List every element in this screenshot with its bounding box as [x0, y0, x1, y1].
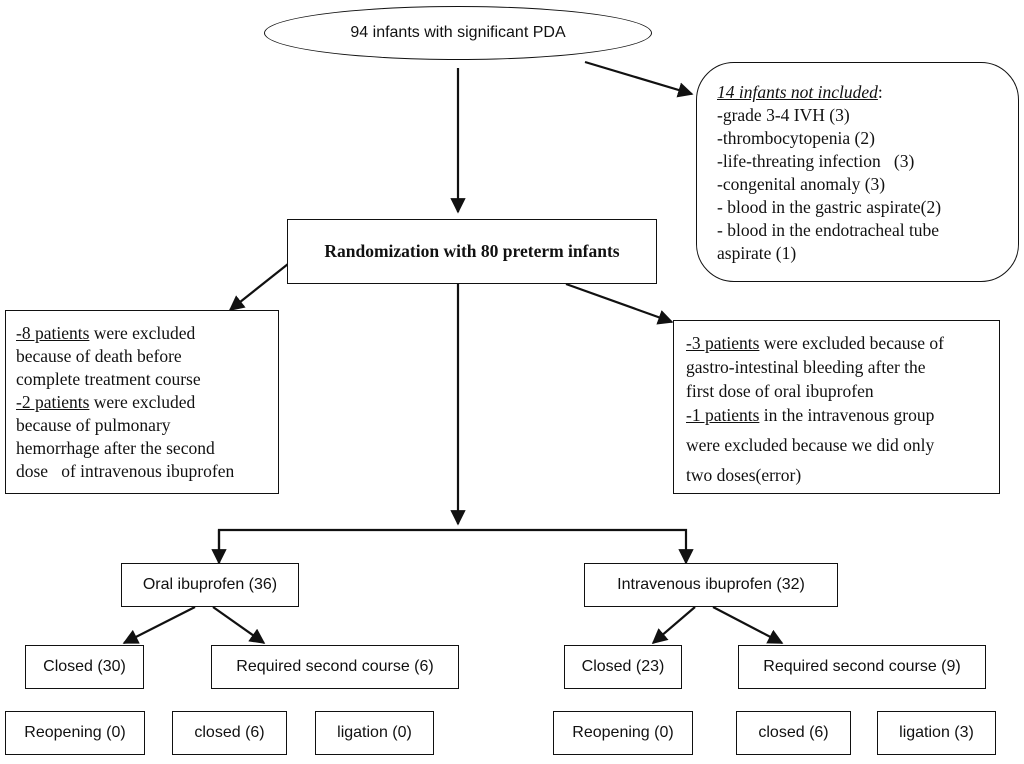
iv-ligation-label: ligation (3): [899, 724, 974, 741]
oral-closed-after-node: closed (6): [172, 711, 287, 755]
arrow-oral-to-closed: [122, 606, 196, 644]
start-label: 94 infants with significant PDA: [350, 24, 566, 41]
arrow-iv-to-second-course: [712, 606, 784, 644]
split-connector: [217, 528, 694, 565]
oral-closed-label: Closed (30): [43, 658, 126, 675]
iv-second-course-node: Required second course (9): [738, 645, 986, 689]
excluded-right-count-b: -1 patients: [686, 405, 760, 425]
arrow-randomization-to-excluded-left: [228, 263, 289, 311]
excluded-left-count-b: -2 patients: [16, 392, 90, 412]
excluded-left-text: dose of intravenous ibuprofen: [16, 461, 235, 481]
not-included-item: - blood in the gastric aspirate(2): [717, 197, 942, 217]
arrow-iv-to-closed: [651, 606, 696, 645]
excluded-right-text: first dose of oral ibuprofen: [686, 381, 874, 401]
excluded-right-text: were excluded because we did only: [686, 435, 935, 455]
not-included-item: -congenital anomaly (3): [717, 174, 886, 194]
not-included-heading: 14 infants not included: [717, 82, 878, 102]
oral-ligation-node: ligation (0): [315, 711, 434, 755]
not-included-box: 14 infants not included: -grade 3-4 IVH …: [696, 62, 1019, 282]
excluded-right-text: gastro-intestinal bleeding after the: [686, 357, 926, 377]
oral-closed-node: Closed (30): [25, 645, 144, 689]
not-included-item: -grade 3-4 IVH (3): [717, 105, 850, 125]
oral-reopening-node: Reopening (0): [5, 711, 145, 755]
iv-ligation-node: ligation (3): [877, 711, 996, 755]
oral-reopening-label: Reopening (0): [24, 724, 126, 741]
excluded-left-text: hemorrhage after the second: [16, 438, 215, 458]
oral-ligation-label: ligation (0): [337, 724, 412, 741]
excluded-left-text: were excluded: [89, 392, 196, 412]
not-included-heading-suffix: :: [877, 82, 883, 102]
iv-closed-node: Closed (23): [564, 645, 682, 689]
iv-ibuprofen-node: Intravenous ibuprofen (32): [584, 563, 838, 607]
oral-ibuprofen-node: Oral ibuprofen (36): [121, 563, 299, 607]
iv-closed-label: Closed (23): [581, 658, 665, 675]
oral-closed-after-label: closed (6): [194, 724, 265, 741]
oral-ibuprofen-label: Oral ibuprofen (36): [142, 576, 278, 593]
excluded-left-text: because of pulmonary: [16, 415, 171, 435]
start-node: 94 infants with significant PDA: [264, 6, 652, 60]
oral-second-course-node: Required second course (6): [211, 645, 459, 689]
iv-closed-after-node: closed (6): [736, 711, 851, 755]
not-included-item: -thrombocytopenia (2): [717, 128, 875, 148]
not-included-item: - blood in the endotracheal tube: [717, 220, 940, 240]
excluded-left-text: because of death before: [16, 346, 182, 366]
iv-reopening-label: Reopening (0): [572, 724, 674, 741]
excluded-left-text: complete treatment course: [16, 369, 201, 389]
not-included-item: aspirate (1): [717, 243, 797, 263]
excluded-right-count-a: -3 patients: [686, 333, 760, 353]
excluded-left-box: -8 patients were excluded because of dea…: [5, 310, 279, 494]
iv-closed-after-label: closed (6): [758, 724, 829, 741]
iv-second-course-label: Required second course (9): [763, 658, 961, 675]
excluded-left-text: were excluded: [89, 323, 196, 343]
randomization-label: Randomization with 80 preterm infants: [324, 241, 620, 261]
excluded-right-text: two doses(error): [686, 465, 802, 485]
excluded-right-text: were excluded because of: [759, 333, 945, 353]
excluded-right-text: in the intravenous group: [759, 405, 935, 425]
not-included-item: -life-threating infection (3): [717, 151, 915, 171]
excluded-left-count-a: -8 patients: [16, 323, 90, 343]
arrow-start-to-not-included: [584, 60, 694, 98]
iv-ibuprofen-label: Intravenous ibuprofen (32): [617, 576, 805, 593]
excluded-right-box: -3 patients were excluded because of gas…: [673, 320, 1000, 494]
oral-second-course-label: Required second course (6): [236, 658, 434, 675]
iv-reopening-node: Reopening (0): [553, 711, 693, 755]
arrow-randomization-to-excluded-right: [565, 282, 674, 325]
randomization-node: Randomization with 80 preterm infants: [287, 219, 657, 284]
arrow-oral-to-second-course: [212, 606, 266, 644]
